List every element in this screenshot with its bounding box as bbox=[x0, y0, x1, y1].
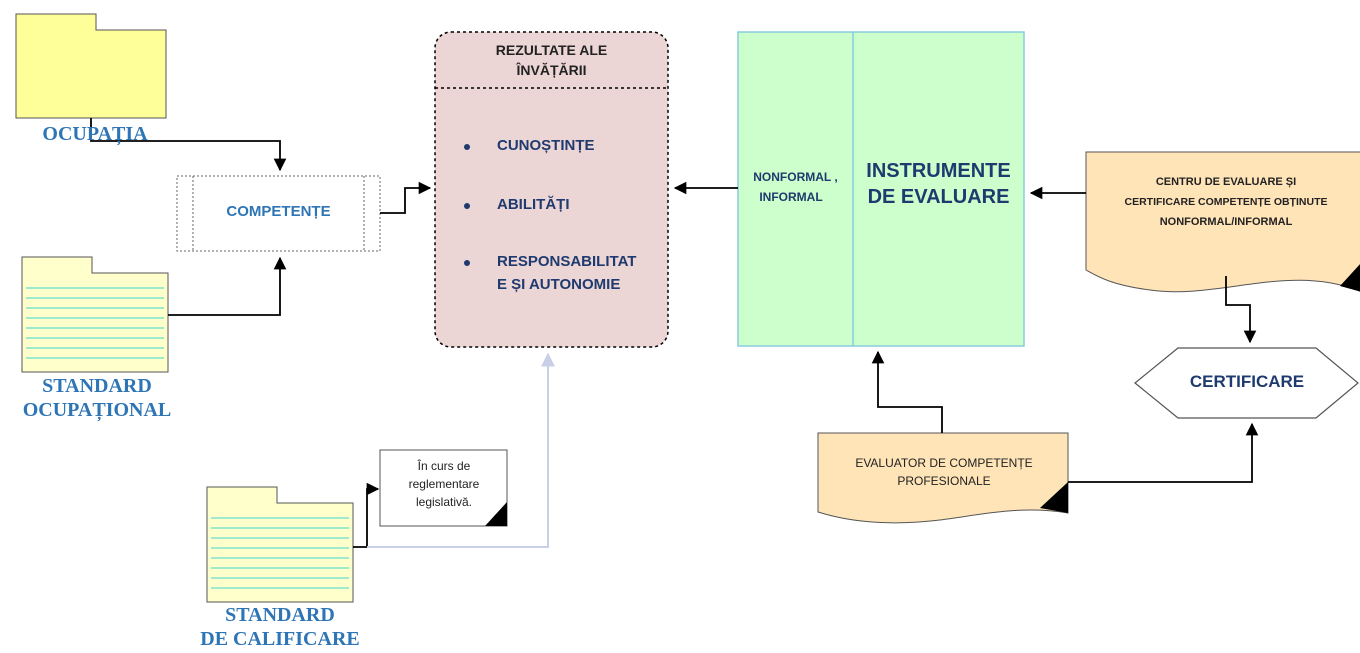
instrumente-label-1: INSTRUMENTE bbox=[866, 160, 1011, 182]
centre-label-3: NONFORMAL/INFORMAL bbox=[1159, 216, 1293, 228]
standard-calificare-folder-icon bbox=[206, 486, 354, 603]
nonformal-label: NONFORMAL , bbox=[753, 170, 838, 184]
informal-label: INFORMAL bbox=[759, 190, 823, 204]
standard-ocupational-label-2: OCUPAȚIONAL bbox=[22, 399, 172, 421]
learning-outcomes-box bbox=[434, 31, 669, 348]
competente-box bbox=[176, 175, 381, 252]
instrumente-label-2: DE EVALUARE bbox=[867, 186, 1010, 208]
connector-calificare-to-outcomes bbox=[367, 352, 555, 548]
evaluator-document-shape bbox=[817, 432, 1069, 524]
centre-label-1: CENTRU DE EVALUARE ȘI bbox=[1155, 176, 1297, 188]
bullet-icon bbox=[464, 203, 470, 209]
bullet-icon bbox=[464, 144, 470, 150]
certificare-label: CERTIFICARE bbox=[1189, 372, 1305, 391]
outcome-item-abilitati: ABILITĂȚI bbox=[497, 196, 570, 213]
evaluator-label-2: PROFESIONALE bbox=[897, 474, 991, 488]
connector-evaluator-to-certificare bbox=[1068, 422, 1259, 483]
connector-standard-to-competente bbox=[168, 256, 287, 316]
bullet-icon bbox=[464, 260, 470, 266]
centre-label-2: CERTIFICARE COMPETENȚE OBȚINUTE bbox=[1124, 196, 1328, 208]
in-curs-note-label: În curs de reglementare legislativă. bbox=[408, 459, 480, 509]
evaluator-label-1: EVALUATOR DE COMPETENȚE bbox=[855, 456, 1033, 470]
connector-centre-to-certificare bbox=[1225, 276, 1257, 344]
standard-ocupational-folder-icon bbox=[21, 256, 169, 373]
outcome-item-responsabilitate-1: RESPONSABILITAT bbox=[497, 253, 637, 270]
competente-label: COMPETENȚE bbox=[226, 203, 331, 220]
standard-calificare-label-1: STANDARD bbox=[225, 604, 335, 626]
connector-competente-to-outcomes bbox=[380, 181, 432, 214]
ocupatia-label: OCUPAȚIA bbox=[42, 123, 148, 145]
outcome-item-responsabilitate-2: E ȘI AUTONOMIE bbox=[497, 276, 621, 293]
connector-calificare-to-note bbox=[353, 482, 380, 548]
connector-ocupatia-to-competente bbox=[90, 118, 287, 172]
assessment-box bbox=[737, 31, 1025, 347]
standard-ocupational-label-1: STANDARD bbox=[42, 375, 152, 397]
outcome-item-cunostinte: CUNOȘTINȚE bbox=[497, 137, 595, 154]
connector-evaluator-to-assessment bbox=[871, 350, 943, 433]
in-curs-note-box bbox=[379, 449, 508, 527]
centre-document-shape bbox=[1085, 151, 1360, 293]
outcomes-title: REZULTATE ALE ÎNVĂȚĂRII bbox=[495, 42, 608, 78]
standard-calificare-label-2: DE CALIFICARE bbox=[200, 628, 360, 650]
certificare-diamond bbox=[1134, 347, 1359, 419]
ocupatia-folder-icon bbox=[15, 13, 167, 119]
